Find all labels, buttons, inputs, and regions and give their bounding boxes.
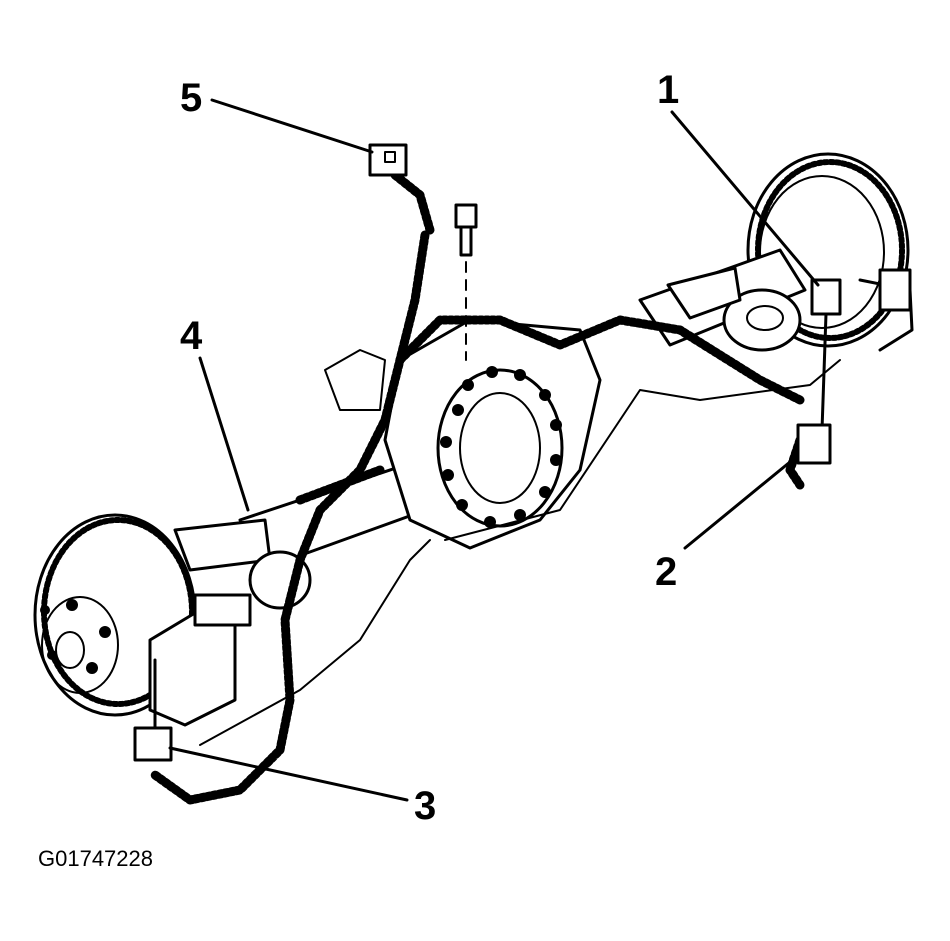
leader-lines — [168, 98, 820, 802]
callout-4: 4 — [180, 314, 203, 358]
callout-5: 5 — [180, 76, 203, 120]
right-brake-rotor — [746, 152, 914, 352]
wiring-harness — [150, 170, 805, 805]
figure-id: G01747228 — [38, 846, 153, 871]
brake-line — [199, 359, 841, 746]
sensor-1 — [810, 278, 842, 432]
callout-3: 3 — [414, 784, 437, 828]
left-brake-rotor — [33, 513, 312, 727]
differential-carrier — [324, 318, 602, 550]
connector-2 — [796, 423, 832, 465]
callout-2: 2 — [655, 550, 678, 594]
callout-1: 1 — [657, 68, 680, 112]
connector-3 — [133, 658, 173, 762]
connector-5 — [368, 143, 408, 177]
mounting-bolt — [454, 203, 478, 361]
